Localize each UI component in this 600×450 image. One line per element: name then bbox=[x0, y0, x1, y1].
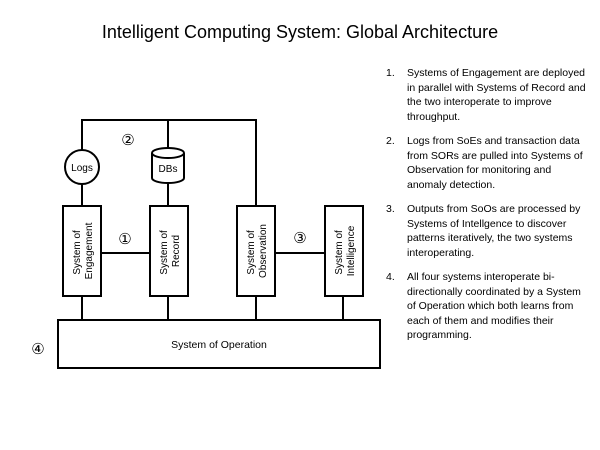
record-label-line2: Record bbox=[171, 235, 182, 267]
logs-label: Logs bbox=[71, 163, 93, 174]
svg-text:System of Intelligence: System of Intelligence bbox=[334, 225, 357, 276]
note-text: Outputs from SoOs are processed by Syste… bbox=[407, 203, 581, 259]
dbs-label: DBs bbox=[159, 164, 178, 175]
intelligence-label-line1: System of bbox=[334, 230, 345, 275]
system-of-operation-box: System of Operation bbox=[57, 319, 381, 369]
list-item: 1. Systems of Engagement are deployed in… bbox=[382, 66, 592, 124]
page-title: Intelligent Computing System: Global Arc… bbox=[101, 22, 499, 42]
note-number: 3. bbox=[386, 203, 395, 215]
svg-text:System of Record: System of Record bbox=[159, 227, 182, 274]
badge-one: ① bbox=[118, 231, 131, 248]
logs-node: Logs bbox=[64, 149, 100, 185]
list-item: 3. Outputs from SoOs are processed by Sy… bbox=[382, 202, 592, 260]
note-number: 4. bbox=[386, 271, 395, 283]
note-text: Systems of Engagement are deployed in pa… bbox=[407, 67, 586, 123]
engagement-label-line2: Engagement bbox=[84, 222, 95, 279]
badge-three: ③ bbox=[293, 230, 306, 247]
list-item: 4. All four systems interoperate bi-dire… bbox=[382, 270, 592, 343]
note-text: All four systems interoperate bi-directi… bbox=[407, 271, 581, 341]
observation-label-line2: Observation bbox=[258, 224, 269, 278]
note-text: Logs from SoEs and transaction data from… bbox=[407, 135, 583, 191]
explanation-list: 1. Systems of Engagement are deployed in… bbox=[382, 66, 592, 353]
dbs-node: DBs bbox=[151, 147, 185, 184]
engagement-label-line1: System of bbox=[72, 230, 83, 275]
record-label-line1: System of bbox=[159, 230, 170, 275]
system-of-intelligence-box: System of Intelligence bbox=[324, 205, 364, 297]
badge-four: ④ bbox=[31, 341, 44, 358]
observation-label-line1: System of bbox=[246, 230, 257, 275]
note-number: 1. bbox=[386, 67, 395, 79]
system-of-record-box: System of Record bbox=[149, 205, 189, 297]
intelligence-label-line2: Intelligence bbox=[346, 225, 357, 276]
note-number: 2. bbox=[386, 135, 395, 147]
system-of-engagement-box: System of Engagement bbox=[62, 205, 102, 297]
list-item: 2. Logs from SoEs and transaction data f… bbox=[382, 134, 592, 192]
system-of-observation-box: System of Observation bbox=[236, 205, 276, 297]
operation-label: System of Operation bbox=[171, 339, 267, 351]
badge-two: ② bbox=[121, 132, 134, 149]
svg-text:System of Observation: System of Observation bbox=[246, 224, 269, 278]
svg-text:System of Engagement: System of Engagement bbox=[72, 222, 95, 279]
